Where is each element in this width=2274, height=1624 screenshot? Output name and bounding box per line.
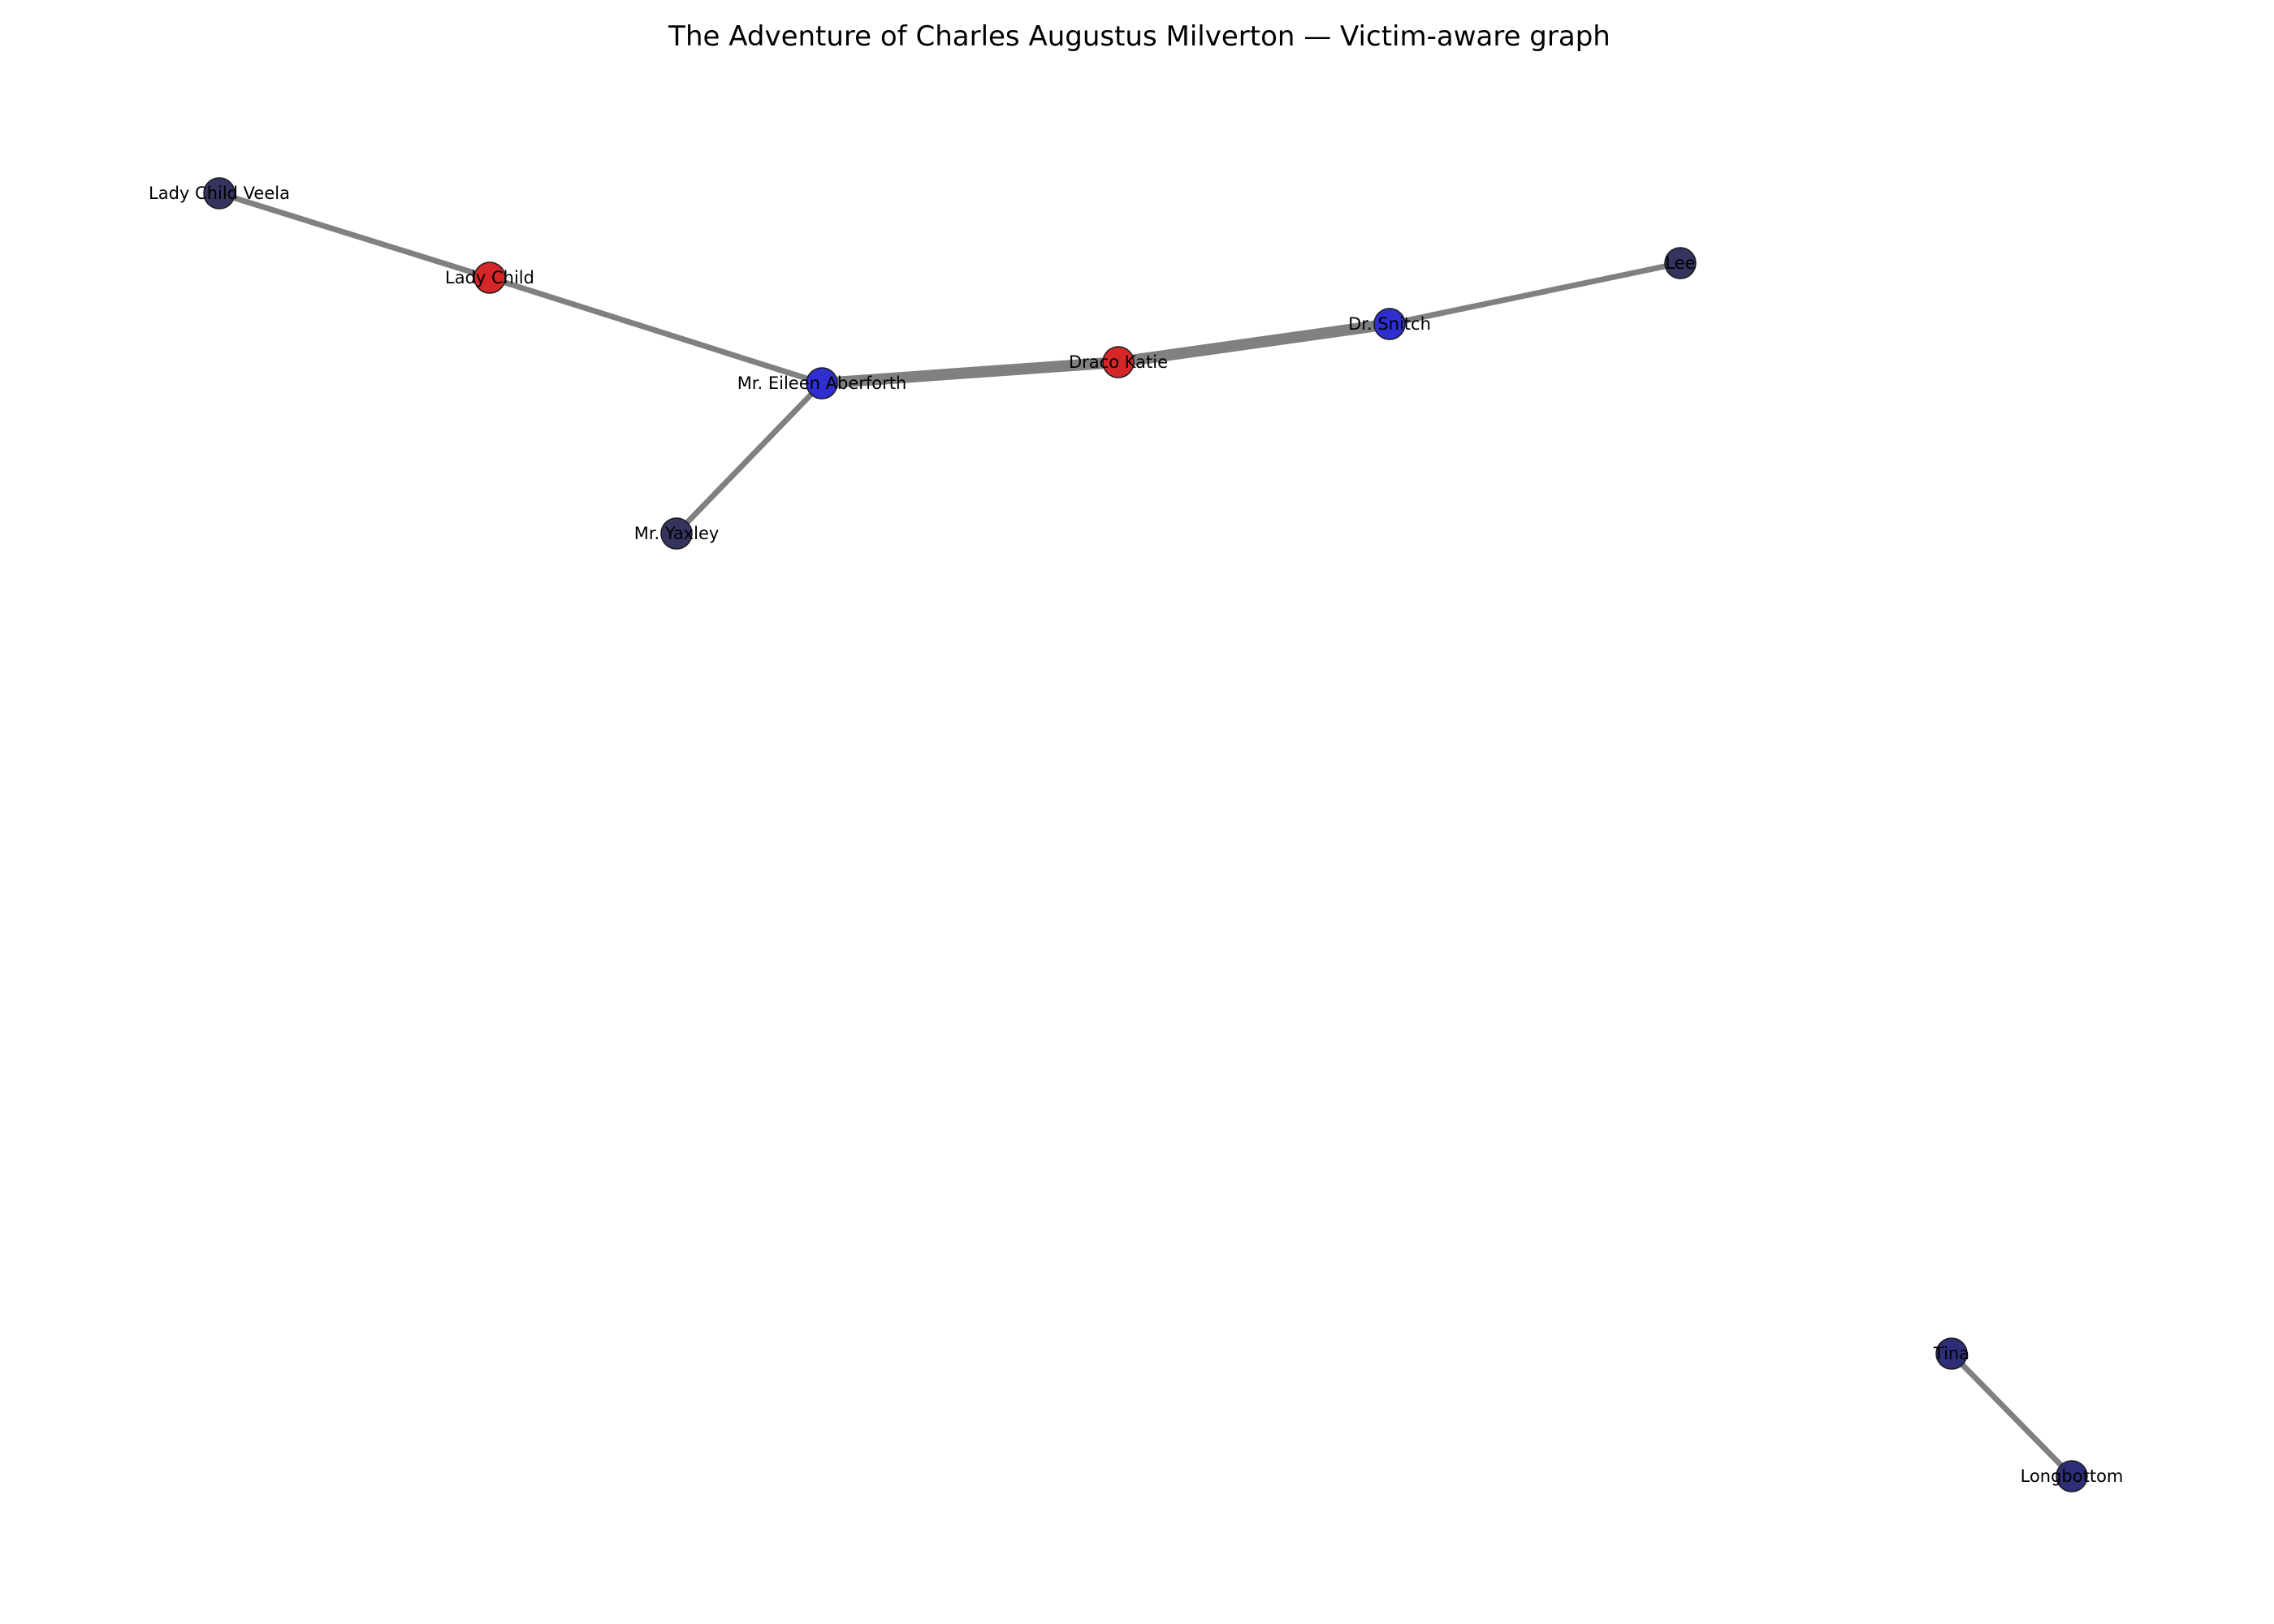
nodes-layer [203, 177, 2088, 1492]
node-lady-child-veela[interactable] [203, 177, 236, 209]
edge-mr-eileen-aberforth-mr-yaxley [673, 380, 825, 537]
node-label-lady-child: Lady Child [445, 268, 534, 287]
edge-dr-snitch-lee [1386, 260, 1684, 327]
node-label-dr-snitch: Dr. Snitch [1348, 314, 1431, 334]
edges-layer [216, 190, 2075, 1479]
node-label-lady-child-veela: Lady Child Veela [149, 184, 290, 203]
edge-mr-eileen-aberforth-draco-katie [816, 356, 1124, 389]
node-label-longbottom: Longbottom [2021, 1466, 2124, 1486]
node-draco-katie[interactable] [1102, 346, 1135, 378]
node-label-mr-yaxley: Mr. Yaxley [634, 524, 720, 543]
node-dr-snitch[interactable] [1373, 308, 1406, 340]
node-longbottom[interactable] [2056, 1460, 2088, 1492]
node-label-lee: Lee [1665, 253, 1695, 273]
node-label-tina: Tina [1933, 1344, 1969, 1363]
node-label-mr-eileen-aberforth: Mr. Eileen Aberforth [737, 374, 907, 393]
node-lee[interactable] [1664, 247, 1697, 279]
edge-lady-child-veela-lady-child [216, 190, 493, 281]
edge-draco-katie-dr-snitch [1113, 318, 1395, 368]
node-label-draco-katie: Draco Katie [1069, 352, 1168, 372]
graph-title: The Adventure of Charles Augustus Milver… [668, 20, 1610, 53]
node-mr-yaxley[interactable] [660, 517, 693, 550]
node-lady-child[interactable] [473, 261, 506, 294]
edge-lady-child-mr-eileen-aberforth [486, 274, 825, 387]
edge-tina-longbottom [1948, 1350, 2075, 1479]
node-mr-eileen-aberforth[interactable] [806, 367, 838, 400]
node-tina[interactable] [1935, 1337, 1968, 1370]
